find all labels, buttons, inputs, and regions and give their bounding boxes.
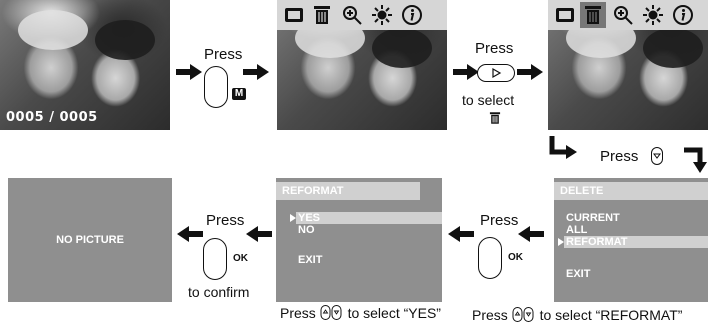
menu-title: DELETE xyxy=(554,182,708,200)
flow-arrow xyxy=(517,64,543,80)
info-icon xyxy=(673,5,693,25)
toolbar xyxy=(548,0,708,30)
reformat-menu-screen: REFORMAT YES NO EXIT xyxy=(276,178,442,302)
menu-title: REFORMAT xyxy=(276,182,420,200)
right-triangle-icon xyxy=(492,67,502,79)
trash-icon xyxy=(314,6,330,24)
turn-arrow xyxy=(549,136,577,159)
flow-arrow-left xyxy=(177,226,203,242)
menu-item-no[interactable]: NO xyxy=(298,224,315,236)
info-icon xyxy=(402,5,422,25)
image-counter: 0005 / 0005 xyxy=(6,110,98,125)
trash-icon xyxy=(489,112,501,124)
flow-arrow xyxy=(453,64,479,80)
menu-item-reformat[interactable]: REFORMAT xyxy=(566,236,628,248)
zoom-icon xyxy=(343,6,362,25)
down-triangle-icon xyxy=(653,153,661,159)
flow-arrow-left xyxy=(448,226,474,242)
result-screen: NO PICTURE xyxy=(8,178,172,302)
ok-key-label: OK xyxy=(233,253,248,264)
press-label: Press xyxy=(280,305,316,321)
selection-highlight xyxy=(564,236,708,248)
menu-item-exit[interactable]: EXIT xyxy=(566,268,591,280)
flow-arrow-left xyxy=(518,226,544,242)
photo-screen-3 xyxy=(548,0,708,130)
up-down-buttons-icon xyxy=(320,305,344,320)
flow-arrow-left xyxy=(246,226,272,242)
photo-hair-right xyxy=(95,20,155,60)
up-down-buttons-icon xyxy=(512,307,536,322)
instruction-caption: Press to select “YES” xyxy=(280,305,441,321)
delete-menu-screen: DELETE CURRENT ALL REFORMAT EXIT xyxy=(554,178,708,302)
flow-arrow xyxy=(176,64,202,80)
ok-key-label: OK xyxy=(508,252,523,263)
instruction-caption: Press to select “REFORMAT” xyxy=(472,307,682,323)
to-select-label: to select xyxy=(462,92,515,108)
caption-text: to select “YES” xyxy=(347,305,441,321)
photo-screen-1: 0005 / 0005 xyxy=(0,0,170,130)
menu-item-exit[interactable]: EXIT xyxy=(298,254,323,266)
turn-arrow xyxy=(684,147,707,173)
toolbar xyxy=(277,0,447,30)
brightness-icon xyxy=(372,5,392,25)
cursor-arrow-icon xyxy=(558,238,564,246)
round-button xyxy=(203,238,227,280)
trash-icon xyxy=(585,6,601,24)
caption-text: to select “REFORMAT” xyxy=(539,307,683,323)
press-label: Press xyxy=(206,212,245,229)
photo-hair-right xyxy=(372,28,432,68)
flow-arrow xyxy=(243,64,269,80)
display-icon xyxy=(556,8,574,22)
press-label: Press xyxy=(204,46,243,63)
to-confirm-label: to confirm xyxy=(188,284,250,300)
photo-hair-left xyxy=(18,10,88,50)
right-button xyxy=(477,64,515,82)
selection-highlight xyxy=(296,212,442,224)
press-label: Press xyxy=(480,212,519,229)
zoom-icon xyxy=(614,6,633,25)
menu-item-current[interactable]: CURRENT xyxy=(566,212,620,224)
menu-item-all[interactable]: ALL xyxy=(566,224,588,236)
cursor-arrow-icon xyxy=(290,214,296,222)
display-icon xyxy=(285,8,303,22)
press-label: Press xyxy=(600,148,639,165)
photo-hair-right xyxy=(643,28,703,68)
down-button xyxy=(651,147,663,165)
press-label: Press xyxy=(472,307,508,323)
photo-screen-2 xyxy=(277,0,447,130)
round-button xyxy=(478,237,502,279)
round-button xyxy=(204,66,228,108)
press-label: Press xyxy=(475,40,514,57)
menu-item-yes[interactable]: YES xyxy=(298,212,321,224)
brightness-icon xyxy=(643,5,663,25)
m-key-icon: M xyxy=(232,88,246,100)
no-picture-message: NO PICTURE xyxy=(56,234,124,246)
